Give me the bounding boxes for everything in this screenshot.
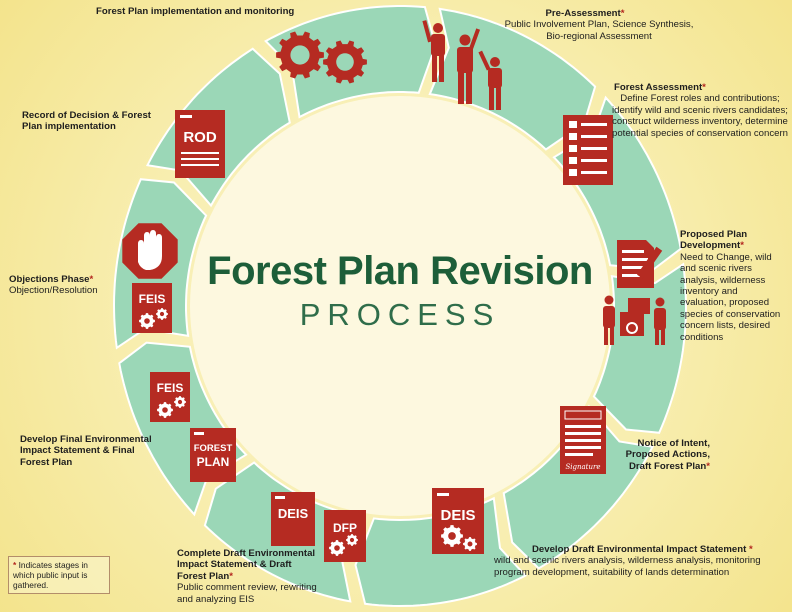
stage-label-complete-draft: Complete Draft Environmental Impact Stat… [177, 548, 317, 605]
stage-desc: Public comment review, rewriting and ana… [177, 582, 317, 605]
page-subtitle: PROCESS [299, 297, 501, 332]
stage-title: Develop Final Environmental Impact State… [20, 434, 152, 468]
public-input-asterisk: * [706, 460, 710, 472]
feis-label-2: FEIS [157, 381, 184, 395]
public-input-asterisk: * [620, 8, 625, 19]
dfp-label: DFP [333, 521, 357, 535]
stage-label-implementation: Forest Plan implementation and monitorin… [96, 6, 326, 17]
rod-document-icon: ROD [175, 110, 225, 178]
stage-label-record-of-decision: Record of Decision & Forest Plan impleme… [22, 110, 157, 133]
gear-hole [162, 407, 168, 413]
stage-desc: Public Involvement Plan, Science Synthes… [504, 19, 694, 42]
gear-hole [448, 532, 456, 540]
gear-hole [336, 53, 354, 71]
public-input-asterisk: * [229, 570, 233, 582]
stage-label-proposed-plan: Proposed Plan Development* Need to Chang… [680, 229, 786, 343]
gear-hole [334, 545, 340, 551]
legend-text: Indicates stages in which public input i… [13, 560, 88, 590]
gear-hole [144, 318, 150, 324]
stage-title: Forest Assessment* [614, 82, 706, 93]
gear-hole [159, 311, 165, 317]
legend-box: * Indicates stages in which public input… [8, 556, 110, 594]
stage-title: Pre-Assessment* [545, 8, 625, 19]
stage-title: Develop Draft Environmental Impact State… [532, 544, 753, 555]
gear-hole [349, 537, 355, 543]
gear-hole [177, 399, 183, 405]
stage-label-notice-of-intent: Notice of Intent, Proposed Actions, Draf… [610, 438, 710, 472]
plan-label: PLAN [197, 455, 230, 469]
stage-title: Objections Phase* [9, 274, 94, 285]
stage-title: Proposed Plan Development* [680, 229, 748, 252]
stop-hand-icon: FEIS [122, 223, 178, 333]
signature-text: Signature [565, 463, 600, 471]
checklist-icon [563, 115, 613, 185]
forest-label: FOREST [194, 443, 233, 454]
deis-dfp-icon: DEIS DFP [271, 492, 366, 562]
public-input-asterisk: * [740, 240, 744, 252]
center-disc [190, 96, 610, 516]
signed-document-icon: Signature [560, 406, 606, 474]
stage-desc: Define Forest roles and contributions; i… [612, 93, 788, 139]
page-title: Forest Plan Revision [207, 249, 593, 293]
public-input-asterisk: * [89, 274, 94, 285]
stage-desc: Objection/Resolution [9, 285, 98, 297]
stage-label-draft-eis: Develop Draft Environmental Impact State… [494, 544, 780, 578]
gears-icon [276, 31, 367, 84]
document-pen-icon [603, 240, 666, 345]
public-input-asterisk: * [702, 82, 706, 93]
feis-forest-plan-icon: FEIS FOREST PLAN [150, 372, 236, 482]
stage-label-pre-assessment: Pre-Assessment* Public Involvement Plan,… [475, 8, 695, 42]
stage-label-objections: Objections Phase* Objection/Resolution [9, 274, 119, 297]
feis-label: FEIS [139, 292, 166, 306]
deis-label: DEIS [440, 507, 475, 524]
stage-title: Complete Draft Environmental Impact Stat… [177, 548, 316, 582]
stage-label-forest-assessment: Forest Assessment* Define Forest roles a… [612, 82, 788, 139]
stage-desc: wild and scenic rivers analysis, wildern… [494, 555, 761, 578]
deis-document-icon: DEIS [432, 488, 484, 554]
gear-hole [290, 45, 310, 65]
stage-title: Record of Decision & Forest Plan impleme… [22, 110, 152, 133]
stage-desc: Need to Change, wild and scenic rivers a… [680, 251, 781, 343]
stage-title: Forest Plan implementation and monitorin… [96, 6, 295, 17]
people-raising-hands-icon [422, 20, 502, 110]
deis-small-label: DEIS [278, 506, 309, 521]
stage-title: Notice of Intent, Proposed Actions, Draf… [625, 438, 710, 472]
stage-label-final-eis: Develop Final Environmental Impact State… [20, 434, 155, 468]
legend-asterisk: * [13, 560, 17, 570]
rod-label: ROD [183, 129, 217, 146]
gear-hole [467, 541, 473, 547]
public-input-asterisk: * [748, 544, 753, 555]
